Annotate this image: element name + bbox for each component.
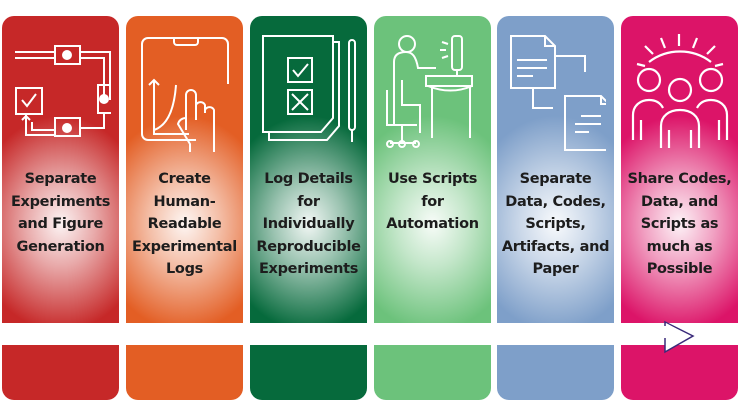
- checklist-notebook-icon: [262, 35, 356, 142]
- step-label: Log Details for Individually Reproducibl…: [256, 171, 361, 277]
- step-label: Separate Data, Codes, Scripts, Artifacts…: [501, 171, 610, 277]
- workflow-cycle-icon: [15, 45, 111, 137]
- group-sharing-icon: [631, 34, 729, 148]
- progress-arrow-icon: [0, 320, 695, 354]
- panel-step-1: Separate Experiments and Figure Generati…: [2, 16, 119, 400]
- step-label: Create Human-Readable Experimental Logs: [132, 171, 237, 277]
- step-label: Share Codes, Data, and Scripts as much a…: [627, 171, 732, 277]
- step-label: Separate Experiments and Figure Generati…: [10, 171, 111, 255]
- linked-documents-icon: [510, 35, 606, 151]
- tablet-touch-chart-icon: [141, 37, 229, 152]
- step-label: Use Scripts for Automation: [386, 171, 479, 232]
- person-at-computer-icon: [386, 35, 473, 148]
